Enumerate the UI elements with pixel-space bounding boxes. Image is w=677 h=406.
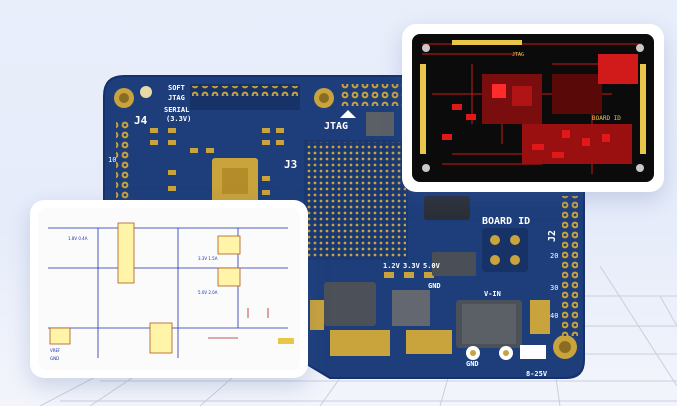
label-pin-40: 40	[550, 312, 558, 320]
label-soft: SOFT	[168, 84, 185, 92]
header-j2	[562, 196, 578, 336]
schematic-view: 1.8V 0.4A 3.3V 1.5A 5.0V 2.0A VREF GND	[38, 208, 300, 370]
sch-note-1: 1.8V 0.4A	[68, 236, 88, 241]
label-vrange: 8-25V	[526, 370, 548, 378]
board-id-area	[482, 228, 528, 272]
pcb-layout-view: BOARD ID JTAG	[412, 34, 654, 182]
header-j4	[116, 120, 130, 212]
label-j4: J4	[134, 114, 148, 127]
label-gnd-top: GND	[428, 282, 441, 290]
label-soft-jtag: JTAG	[168, 94, 185, 102]
label-serial-voltage: (3.3V)	[166, 115, 191, 123]
jtag-chip	[366, 112, 394, 136]
label-j3: J3	[284, 158, 297, 171]
label-board-id: BOARD ID	[482, 216, 530, 227]
pcb-layout-card[interactable]: BOARD ID JTAG	[402, 24, 664, 192]
label-vin: V-IN	[484, 290, 501, 298]
pcb-card-jtag: JTAG	[512, 52, 524, 58]
label-gnd-bottom: GND	[466, 360, 479, 368]
label-pin-30: 30	[550, 284, 558, 292]
sch-note-4: VREF	[50, 348, 61, 353]
label-serial: SERIAL	[164, 106, 189, 114]
sch-note-2: 3.3V 1.5A	[198, 256, 218, 261]
ic-right	[424, 196, 470, 220]
mounting-holes	[114, 86, 577, 359]
label-j2: J2	[547, 230, 558, 242]
label-pin-10: 10	[108, 156, 116, 164]
label-jtag: JTAG	[324, 121, 348, 132]
schematic-card[interactable]: 1.8V 0.4A 3.3V 1.5A 5.0V 2.0A VREF GND	[30, 200, 308, 378]
sch-note-3: 5.0V 2.0A	[198, 290, 218, 295]
label-pin-20: 20	[550, 252, 558, 260]
pcb-card-board-id: BOARD ID	[592, 115, 621, 122]
label-3v3: 3.3V	[403, 262, 421, 270]
power-section	[310, 252, 550, 356]
label-1v2: 1.2V	[383, 262, 401, 270]
label-5v0: 5.0V	[423, 262, 441, 270]
sch-note-5: GND	[50, 356, 59, 361]
